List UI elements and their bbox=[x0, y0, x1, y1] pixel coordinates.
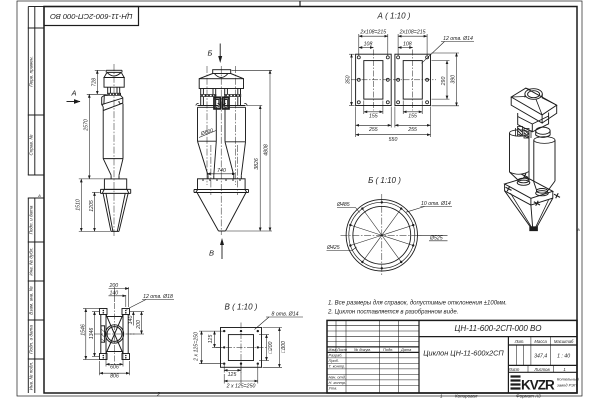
svg-text:Инв. № подл.: Инв. № подл. bbox=[29, 362, 34, 391]
svg-text:Котельный: Котельный bbox=[557, 377, 580, 382]
svg-text:200: 200 bbox=[108, 283, 118, 289]
svg-text:108: 108 bbox=[403, 41, 412, 47]
svg-text:Инв. № дубл.: Инв. № дубл. bbox=[29, 247, 34, 275]
svg-text:Перв. примен.: Перв. примен. bbox=[29, 56, 34, 87]
svg-text:140: 140 bbox=[109, 291, 118, 297]
svg-text:806: 806 bbox=[110, 374, 119, 380]
svg-text:347,4: 347,4 bbox=[534, 353, 547, 359]
svg-text:Подп.: Подп. bbox=[383, 347, 393, 352]
svg-text:1546: 1546 bbox=[80, 324, 86, 336]
svg-text:Проб.: Проб. bbox=[329, 358, 339, 363]
svg-text:2. Циклон поставляется в разоб: 2. Циклон поставляется в разобранном вид… bbox=[327, 310, 458, 316]
svg-text:125: 125 bbox=[228, 372, 237, 378]
svg-text:Дата: Дата bbox=[400, 347, 412, 352]
svg-text:2 х 125=250: 2 х 125=250 bbox=[194, 332, 200, 362]
svg-text:Т. контр.: Т. контр. bbox=[329, 364, 346, 369]
svg-text:740: 740 bbox=[217, 168, 226, 174]
svg-text:Масса: Масса bbox=[534, 339, 547, 344]
svg-text:350: 350 bbox=[346, 75, 352, 84]
svg-text:2: 2 bbox=[156, 392, 160, 398]
svg-text:Изм: Изм bbox=[329, 347, 337, 352]
svg-text:255: 255 bbox=[368, 127, 378, 133]
svg-text:Ø600: Ø600 bbox=[199, 128, 214, 138]
svg-text:200: 200 bbox=[136, 320, 142, 330]
svg-text:Утв.: Утв. bbox=[329, 386, 338, 391]
svg-text:108: 108 bbox=[364, 41, 373, 47]
svg-text:завод РЭП: завод РЭП bbox=[556, 383, 577, 388]
svg-text:1 : 40: 1 : 40 bbox=[557, 353, 570, 359]
svg-text:А ( 1:10 ): А ( 1:10 ) bbox=[377, 12, 411, 21]
svg-text:10 отв. Ø14: 10 отв. Ø14 bbox=[421, 201, 451, 207]
svg-text:В ( 1:10 ): В ( 1:10 ) bbox=[225, 303, 258, 312]
svg-text:Лист: Лист bbox=[336, 347, 348, 352]
svg-text:Ø425: Ø425 bbox=[326, 245, 340, 251]
svg-text:KVZR: KVZR bbox=[521, 378, 555, 393]
svg-text:Лист: Лист bbox=[508, 367, 520, 372]
svg-text:□300: □300 bbox=[281, 341, 287, 353]
svg-text:1: 1 bbox=[440, 394, 443, 399]
svg-text:12 отв. Ø18: 12 отв. Ø18 bbox=[143, 294, 173, 300]
svg-text:Справ. №: Справ. № bbox=[29, 135, 34, 156]
svg-text:Лит.: Лит. bbox=[514, 339, 525, 344]
svg-text:1346: 1346 bbox=[89, 328, 95, 340]
svg-text:2570: 2570 bbox=[84, 119, 90, 132]
svg-text:Подп. и дата: Подп. и дата bbox=[29, 325, 34, 354]
svg-text:Нач. отд.: Нач. отд. bbox=[329, 375, 346, 380]
svg-text:Б: Б bbox=[208, 49, 213, 58]
svg-text:ЦН-11-600-2СП-000 ВО: ЦН-11-600-2СП-000 ВО bbox=[50, 12, 133, 21]
svg-text:606: 606 bbox=[110, 364, 119, 370]
svg-text:4808: 4808 bbox=[264, 144, 270, 156]
svg-text:155: 155 bbox=[408, 114, 417, 120]
svg-text:1: 1 bbox=[563, 367, 565, 372]
svg-text:Н. контр.: Н. контр. bbox=[329, 380, 347, 385]
svg-text:А: А bbox=[70, 89, 76, 98]
svg-text:Ø485: Ø485 bbox=[336, 202, 350, 208]
svg-text:ЦН-11-600-2СП-000 ВО: ЦН-11-600-2СП-000 ВО bbox=[455, 324, 542, 333]
svg-text:Подп. и дата: Подп. и дата bbox=[29, 205, 34, 234]
svg-text:140: 140 bbox=[128, 316, 134, 325]
svg-text:В: В bbox=[209, 249, 214, 258]
svg-text:Б ( 1:10 ): Б ( 1:10 ) bbox=[368, 176, 401, 185]
svg-text:8 отв. Ø14: 8 отв. Ø14 bbox=[272, 312, 299, 318]
svg-text:1510: 1510 bbox=[76, 199, 82, 211]
svg-text:3826: 3826 bbox=[254, 158, 260, 170]
svg-text:Ø525: Ø525 bbox=[429, 236, 443, 242]
svg-text:2х108=215: 2х108=215 bbox=[399, 30, 426, 36]
svg-text:Разраб.: Разраб. bbox=[329, 353, 343, 358]
svg-text:№ докум.: № докум. bbox=[354, 347, 371, 352]
svg-text:Масштаб: Масштаб bbox=[554, 339, 574, 344]
svg-text:390: 390 bbox=[451, 75, 457, 84]
svg-text:1. Все размеры для справок, до: 1. Все размеры для справок, допустимые о… bbox=[328, 301, 507, 307]
svg-text:2х108=215: 2х108=215 bbox=[359, 30, 386, 36]
svg-text:290: 290 bbox=[441, 77, 447, 87]
svg-text:12 отв. Ø14: 12 отв. Ø14 bbox=[443, 36, 473, 42]
svg-text:1205: 1205 bbox=[89, 200, 95, 212]
svg-text:255: 255 bbox=[407, 127, 417, 133]
svg-text:2 х 125=250: 2 х 125=250 bbox=[226, 383, 256, 389]
svg-text:А: А bbox=[576, 227, 580, 232]
svg-text:728: 728 bbox=[92, 78, 98, 87]
svg-text:□200: □200 bbox=[268, 341, 274, 353]
svg-text:155: 155 bbox=[369, 114, 378, 120]
svg-text:А: А bbox=[37, 193, 41, 198]
svg-text:Листов: Листов bbox=[533, 367, 550, 372]
svg-text:125: 125 bbox=[208, 335, 214, 344]
svg-text:Циклон ЦН-11-600х2СП: Циклон ЦН-11-600х2СП bbox=[423, 348, 504, 357]
svg-text:Формат А3: Формат А3 bbox=[516, 394, 541, 399]
svg-text:Взам. инв. №: Взам. инв. № bbox=[29, 286, 34, 314]
svg-text:550: 550 bbox=[389, 137, 398, 143]
svg-text:Копировал: Копировал bbox=[455, 394, 478, 399]
